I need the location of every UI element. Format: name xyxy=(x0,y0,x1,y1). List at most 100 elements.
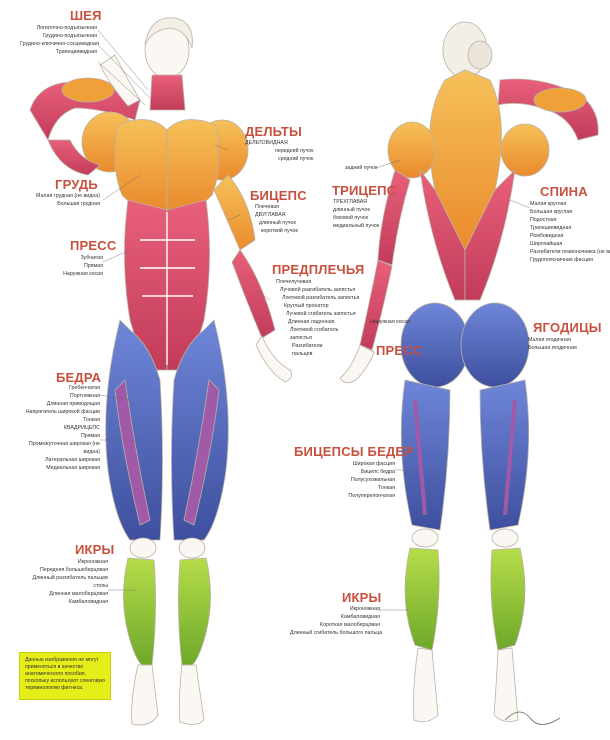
front-forearm-list: Плечелучевая Лучевой разгибатель запясть… xyxy=(276,278,359,358)
front-biceps-item: Плечевая xyxy=(255,203,298,211)
front-neck-item: Трапециевидная xyxy=(20,48,97,56)
front-forearm-item: Локтевой сгибатель запястья xyxy=(276,326,345,342)
front-thighs-item: КВАДРИЦЕПС xyxy=(25,424,100,432)
back-back-item: Грудопоясничная фасция xyxy=(530,256,610,264)
front-delts-title: ДЕЛЬТЫ xyxy=(245,124,302,139)
front-biceps-item: короткий пучок xyxy=(255,227,298,235)
front-forearm-item: Локтевой разгибатель запястья xyxy=(276,294,359,302)
back-calf-right xyxy=(491,548,525,650)
front-delts-item: передний пучок xyxy=(245,147,314,155)
front-delts-item: средний пучок xyxy=(245,155,314,163)
front-neck-item: Грудино-ключично-сосцевидная xyxy=(20,40,97,48)
front-thighs-item: Промежуточная широкая (не видна) xyxy=(25,440,100,456)
front-thighs-item: Прямая xyxy=(25,432,100,440)
front-right-calf xyxy=(178,558,210,665)
front-delts-item: ДЕЛЬТОВИДНАЯ xyxy=(245,139,314,147)
back-triceps-item: длинный пучок xyxy=(333,206,379,214)
front-forearm-item: Разгибатели пальцев xyxy=(276,342,332,358)
front-thighs-item: Тонкая xyxy=(25,416,100,424)
back-glutes-item: Большая ягодичная xyxy=(528,344,577,352)
back-hamstrings-item: Полусухожильная xyxy=(310,476,395,484)
front-forearm-item: Длинная ладонная xyxy=(276,318,359,326)
back-hamstrings-item: Полуперепончатая xyxy=(310,492,395,500)
front-abs-item: Зубчатая xyxy=(30,254,103,262)
front-thighs-item: Напрягатель широкой фасции xyxy=(25,408,100,416)
front-forearm-raised xyxy=(62,78,114,102)
back-abs-item: Наружная косая xyxy=(360,318,410,326)
back-calves-title: ИКРЫ xyxy=(342,590,381,605)
front-calves-list: Икроножная Передняя большеберцовая Длинн… xyxy=(28,558,108,606)
front-chest-item: Малая грудная (не видна) xyxy=(30,192,100,200)
front-calves-item: Икроножная xyxy=(28,558,108,566)
front-thighs-item: Латеральная широкая xyxy=(25,456,100,464)
back-back-list: Малая круглая Большая круглая Подостная … xyxy=(530,200,610,264)
back-triceps-item: медиальный пучок xyxy=(333,222,379,230)
front-thighs-item: Медиальная широкая xyxy=(25,464,100,472)
front-neck xyxy=(150,75,185,110)
back-hamstrings-item: Широкая фасция xyxy=(310,460,395,468)
back-back-item: Трапециевидная xyxy=(530,224,610,232)
back-calves-item: Короткая малоберцовая xyxy=(290,621,380,629)
front-forearm xyxy=(232,250,275,338)
front-biceps-item: ДВУГЛАВАЯ xyxy=(255,211,298,219)
back-triceps-list: ТРЕХГЛАВАЯ длинный пучок боковой пучок м… xyxy=(333,198,379,230)
back-back-item: Малая круглая xyxy=(530,200,610,208)
front-neck-item: Лопаточно-подъязычная xyxy=(20,24,97,32)
front-neck-item: Грудино-подъязычная xyxy=(20,32,97,40)
front-forearm-title: ПРЕДПЛЕЧЬЯ xyxy=(272,262,364,277)
front-chest-title: ГРУДЬ xyxy=(55,177,98,192)
back-back-item: Подостная xyxy=(530,216,610,224)
back-back-title: СПИНА xyxy=(540,184,588,199)
front-thighs-item: Гребенчатая xyxy=(25,384,100,392)
front-abs-list: Зубчатая Прямая Наружная косая xyxy=(30,254,103,278)
front-forearm-item: Плечелучевая xyxy=(276,278,359,286)
disclaimer-note: Данные изображения не могут применяться … xyxy=(19,652,111,700)
front-forearm-item: Лучевой разгибатель запястья xyxy=(276,286,359,294)
back-back-item: Разгибатели позвоночника (не видны) xyxy=(530,248,610,256)
front-chest-left xyxy=(115,120,167,211)
front-biceps-list: Плечевая ДВУГЛАВАЯ длинный пучок коротки… xyxy=(255,203,298,235)
back-hamstrings-item: Бицепс бедра xyxy=(310,468,395,476)
back-back-item: Широчайшая xyxy=(530,240,610,248)
front-calves-item: Передняя большеберцовая xyxy=(28,566,108,574)
front-left-calf xyxy=(123,558,155,665)
back-back-item: Большая круглая xyxy=(530,208,610,216)
back-calves-item: Икроножная xyxy=(290,605,380,613)
front-chest-list: Малая грудная (не видна) Большая грудная xyxy=(30,192,100,208)
back-calves-list: Икроножная Камбаловидная Короткая малобе… xyxy=(290,605,380,637)
front-calves-item: Длинная малоберцовая xyxy=(28,590,108,598)
back-triceps-pre: задний пучок xyxy=(345,164,377,172)
back-glutes-list: Малая ягодичная Большая ягодичная xyxy=(528,336,577,352)
back-hamstrings-list: Широкая фасция Бицепс бедра Полусухожиль… xyxy=(310,460,395,500)
back-back-item: Ромбовидная xyxy=(530,232,610,240)
back-triceps-item: ТРЕХГЛАВАЯ xyxy=(333,198,379,206)
front-chest-right xyxy=(167,120,219,211)
front-chest-item: Большая грудная xyxy=(30,200,100,208)
front-biceps xyxy=(214,175,255,250)
front-biceps-title: БИЦЕПС xyxy=(250,188,307,203)
back-hamstrings-title: БИЦЕПСЫ БЕДЕР xyxy=(294,444,413,459)
front-delts-list: ДЕЛЬТОВИДНАЯ передний пучок средний пучо… xyxy=(245,139,314,163)
back-glutes-item: Малая ягодичная xyxy=(528,336,577,344)
front-forearm-item: Лучевой сгибатель запястья xyxy=(276,310,359,318)
back-triceps-item: боковой пучок xyxy=(333,214,379,222)
back-abs-title: ПРЕСС xyxy=(376,343,422,358)
front-abs-item: Прямая xyxy=(30,262,103,270)
back-triceps-title: ТРИЦЕПС xyxy=(332,183,396,198)
front-biceps-item: длинный пучок xyxy=(255,219,298,227)
back-calf-left xyxy=(405,548,439,650)
front-calves-item: Длинный разгибатель пальцев стопы xyxy=(28,574,108,590)
front-neck-title: ШЕЯ xyxy=(70,8,102,23)
front-thighs-item: Портняжная xyxy=(25,392,100,400)
back-left-delt xyxy=(388,122,436,178)
front-neck-list: Лопаточно-подъязычная Грудино-подъязычна… xyxy=(20,24,97,56)
back-calves-item: Длинный сгибатель большого пальца xyxy=(290,629,380,637)
front-thighs-item: Длинная приводящая xyxy=(25,400,100,408)
front-abs-item: Наружная косая xyxy=(30,270,103,278)
back-glutes-title: ЯГОДИЦЫ xyxy=(533,320,602,335)
front-thighs-title: БЕДРА xyxy=(56,370,101,385)
front-thighs-list: Гребенчатая Портняжная Длинная приводяща… xyxy=(25,384,100,472)
back-hamstrings-item: Тонкая xyxy=(310,484,395,492)
front-abs-title: ПРЕСС xyxy=(70,238,116,253)
